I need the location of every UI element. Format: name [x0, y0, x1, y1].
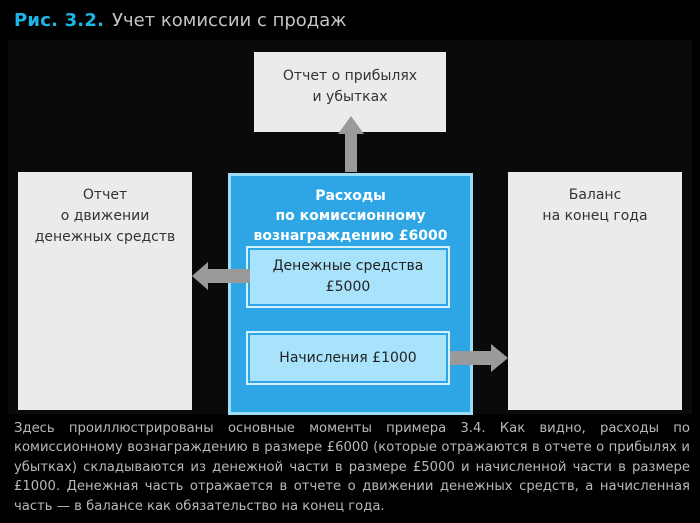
profit-loss-report-box: Отчет о прибылях и убытках [254, 52, 446, 132]
cash-part-box: Денежные средства £5000 [246, 246, 450, 308]
commission-expense-title: Расходы по комиссионному вознаграждению … [253, 188, 448, 244]
cash-part-label: Денежные средства £5000 [272, 258, 424, 295]
figure-title: Учет комиссии с продаж [112, 10, 347, 31]
figure-caption: Здесь проиллюстрированы основные моменты… [14, 421, 690, 514]
balance-sheet-label: Баланс на конец года [542, 187, 648, 224]
accrual-part-label: Начисления £1000 [279, 350, 417, 366]
cash-flow-report-label: Отчет о движении денежных средств [34, 187, 176, 245]
cash-flow-report-box: Отчет о движении денежных средств [18, 172, 192, 410]
profit-loss-report-label: Отчет о прибылях и убытках [282, 68, 418, 105]
accrual-part-box: Начисления £1000 [246, 331, 450, 385]
balance-sheet-box: Баланс на конец года [508, 172, 682, 410]
header [0, 0, 700, 40]
figure-label: Рис. 3.2. [14, 10, 105, 31]
